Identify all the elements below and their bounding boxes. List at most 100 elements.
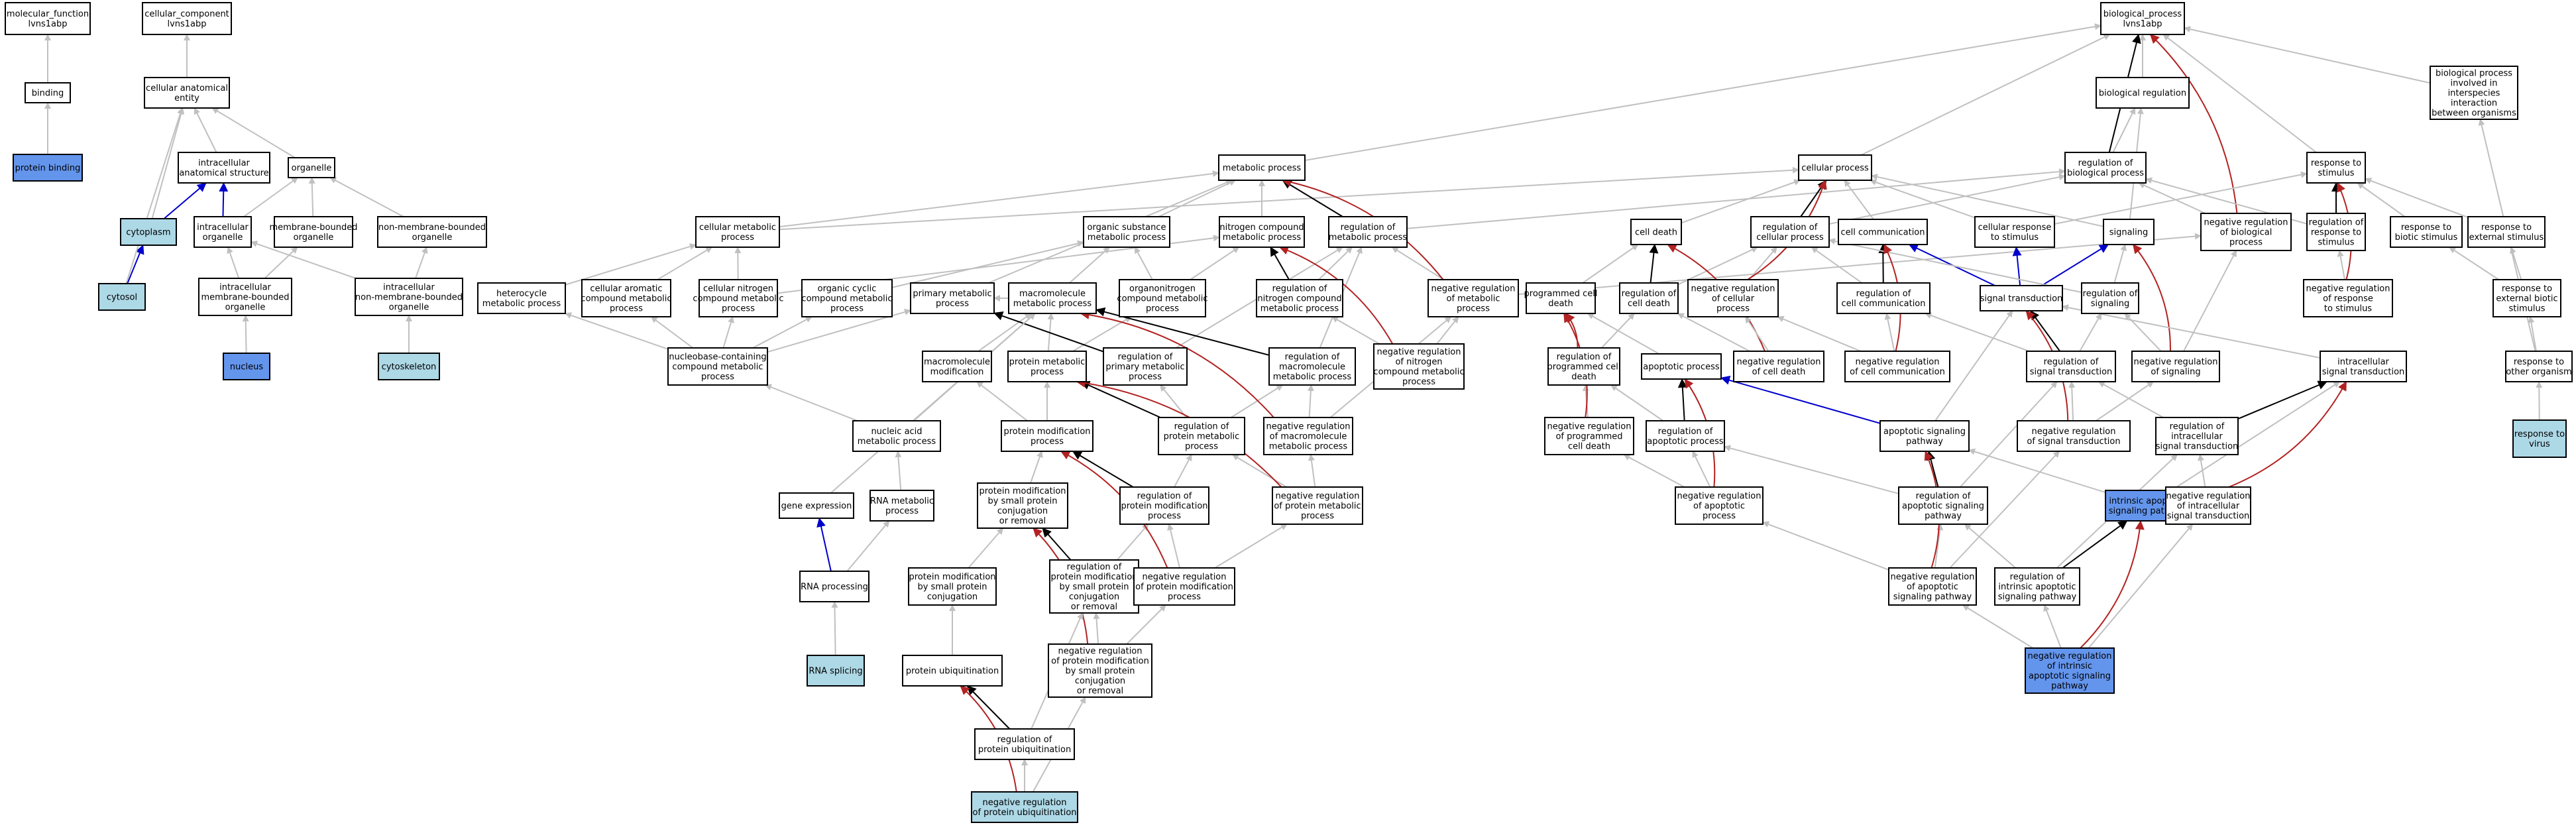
go-term-box[interactable] (194, 216, 252, 248)
go-term-box[interactable] (5, 2, 91, 35)
go-term-box[interactable] (98, 283, 146, 311)
go-term-box[interactable] (2025, 647, 2115, 694)
go-term-box[interactable] (2026, 351, 2116, 382)
go-term-box[interactable] (355, 278, 463, 316)
go-term-box[interactable] (971, 791, 1078, 823)
go-term-node-biol-reg[interactable]: biological regulation (2096, 77, 2190, 109)
go-term-box[interactable] (1526, 282, 1596, 314)
go-term-box[interactable] (667, 347, 768, 386)
go-term-box[interactable] (378, 353, 440, 380)
go-term-box[interactable] (1158, 417, 1245, 455)
go-term-box[interactable] (13, 154, 83, 182)
go-term-box[interactable] (695, 216, 780, 248)
go-term-box[interactable] (2390, 216, 2463, 248)
go-term-box[interactable] (2303, 279, 2393, 317)
go-term-box[interactable] (1218, 154, 1306, 181)
go-term-box[interactable] (779, 492, 854, 519)
go-term-box[interactable] (1641, 353, 1722, 380)
go-term-box[interactable] (1133, 567, 1235, 606)
go-term-node-cytoskeleton[interactable]: cytoskeleton (378, 353, 440, 380)
go-term-box[interactable] (799, 571, 869, 602)
go-term-box[interactable] (2155, 417, 2239, 455)
go-term-box[interactable] (2103, 219, 2155, 245)
go-term-box[interactable] (2096, 77, 2190, 109)
go-term-box[interactable] (977, 482, 1068, 529)
go-term-box[interactable] (2306, 152, 2366, 184)
go-term-node-protein-binding[interactable]: protein binding (13, 154, 83, 182)
go-term-box[interactable] (1272, 486, 1363, 525)
go-term-box[interactable] (1328, 216, 1408, 248)
go-term-box[interactable] (2131, 351, 2220, 382)
go-term-box[interactable] (1646, 420, 1725, 452)
go-term-box[interactable] (852, 420, 941, 452)
go-term-box[interactable] (1048, 643, 1152, 698)
go-term-box[interactable] (178, 152, 270, 184)
go-term-box[interactable] (1994, 567, 2080, 606)
go-term-box[interactable] (2064, 152, 2147, 184)
go-term-node-cytosol[interactable]: cytosol (98, 283, 146, 311)
go-term-box[interactable] (1844, 351, 1950, 382)
go-term-box[interactable] (377, 216, 487, 248)
go-term-box[interactable] (477, 282, 566, 314)
go-term-box[interactable] (1008, 282, 1097, 314)
go-term-node-apoptotic-proc[interactable]: apoptotic process (1641, 353, 1722, 380)
go-term-node-binding[interactable]: binding (25, 82, 71, 103)
go-term-box[interactable] (807, 655, 865, 687)
go-term-box[interactable] (2165, 486, 2251, 525)
go-term-box[interactable] (2306, 213, 2366, 251)
go-term-box[interactable] (1256, 279, 1343, 317)
go-term-box[interactable] (910, 282, 995, 314)
go-term-node-signal-transduction[interactable]: signal transduction (1980, 285, 2063, 311)
go-term-node-gene-expression[interactable]: gene expression (779, 492, 854, 519)
go-term-node-rna-splicing[interactable]: RNA splicing (807, 655, 865, 687)
go-term-box[interactable] (1083, 216, 1170, 248)
go-term-box[interactable] (198, 278, 292, 316)
go-term-box[interactable] (1750, 216, 1830, 248)
